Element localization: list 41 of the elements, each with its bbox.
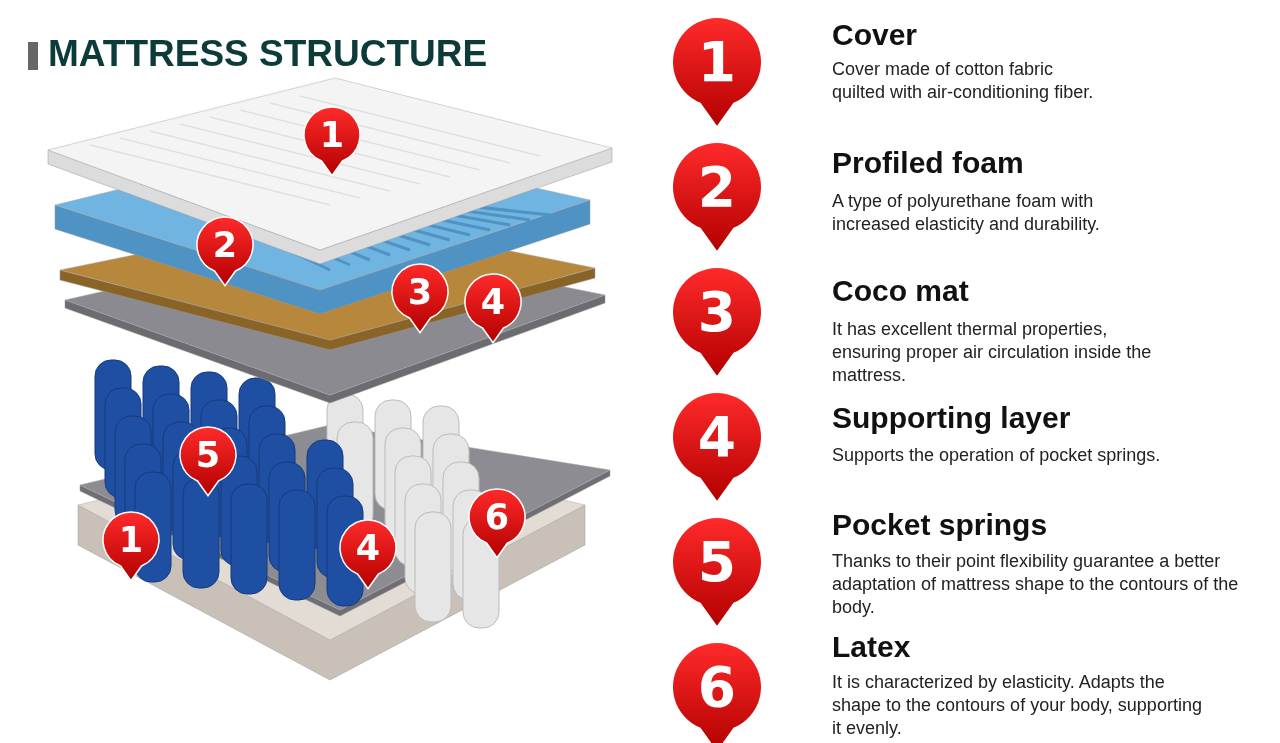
callout-number: 5	[194, 434, 222, 477]
map-pin-marker	[673, 643, 761, 743]
callout-number: 5	[696, 529, 738, 596]
layer-heading: Latex	[832, 630, 911, 664]
callout-number: 4	[696, 404, 738, 471]
layer-description: A type of polyurethane foam with increased elasticity and durability.	[832, 190, 1101, 236]
map-pin-marker	[392, 264, 448, 333]
layer-description: It is characterized by elasticity. Adapts the shape to the contours of your body, supporting it evenly.	[832, 671, 1203, 740]
layer-description: Thanks to their point flexibility guarantee a better adaptation of mattress shape to the contours of the body.	[832, 550, 1240, 619]
layer-heading: Profiled foam	[832, 146, 1024, 180]
map-pin-marker	[673, 143, 761, 251]
layer-heading: Coco mat	[832, 274, 969, 308]
map-pin-marker	[340, 520, 396, 589]
callout-number: 2	[696, 154, 738, 221]
callout-number: 6	[483, 496, 511, 539]
layer-description: Cover made of cotton fabric quilted with air-conditioning fiber.	[832, 58, 1095, 104]
map-pin-marker	[304, 107, 360, 176]
map-pin-marker	[180, 427, 236, 496]
map-pin-marker	[673, 268, 761, 376]
callout-number: 3	[406, 271, 434, 314]
map-pin-marker	[469, 489, 525, 558]
map-pin-marker	[673, 18, 761, 126]
callout-number: 4	[479, 281, 507, 324]
callout-number: 1	[117, 519, 145, 562]
callout-number: 4	[354, 527, 382, 570]
map-pin-marker	[197, 217, 253, 286]
map-pin-marker	[673, 518, 761, 626]
callout-number: 6	[696, 654, 738, 721]
map-pin-marker	[465, 274, 521, 343]
map-pin-marker	[103, 512, 159, 581]
layer-description: It has excellent thermal properties, ensuring proper air circulation inside the mattress.	[832, 318, 1153, 387]
layer-description: Supports the operation of pocket springs.	[832, 444, 1162, 467]
callout-number: 3	[696, 279, 738, 346]
title: MATTRESS STRUCTURE	[48, 33, 488, 75]
layer-heading: Cover	[832, 18, 918, 52]
callout-number: 1	[696, 29, 738, 96]
layer-heading: Pocket springs	[832, 508, 1048, 542]
map-pin-marker	[673, 393, 761, 501]
callout-number: 2	[211, 224, 239, 267]
layer-heading: Supporting layer	[832, 401, 1071, 435]
callout-number: 1	[318, 114, 346, 157]
